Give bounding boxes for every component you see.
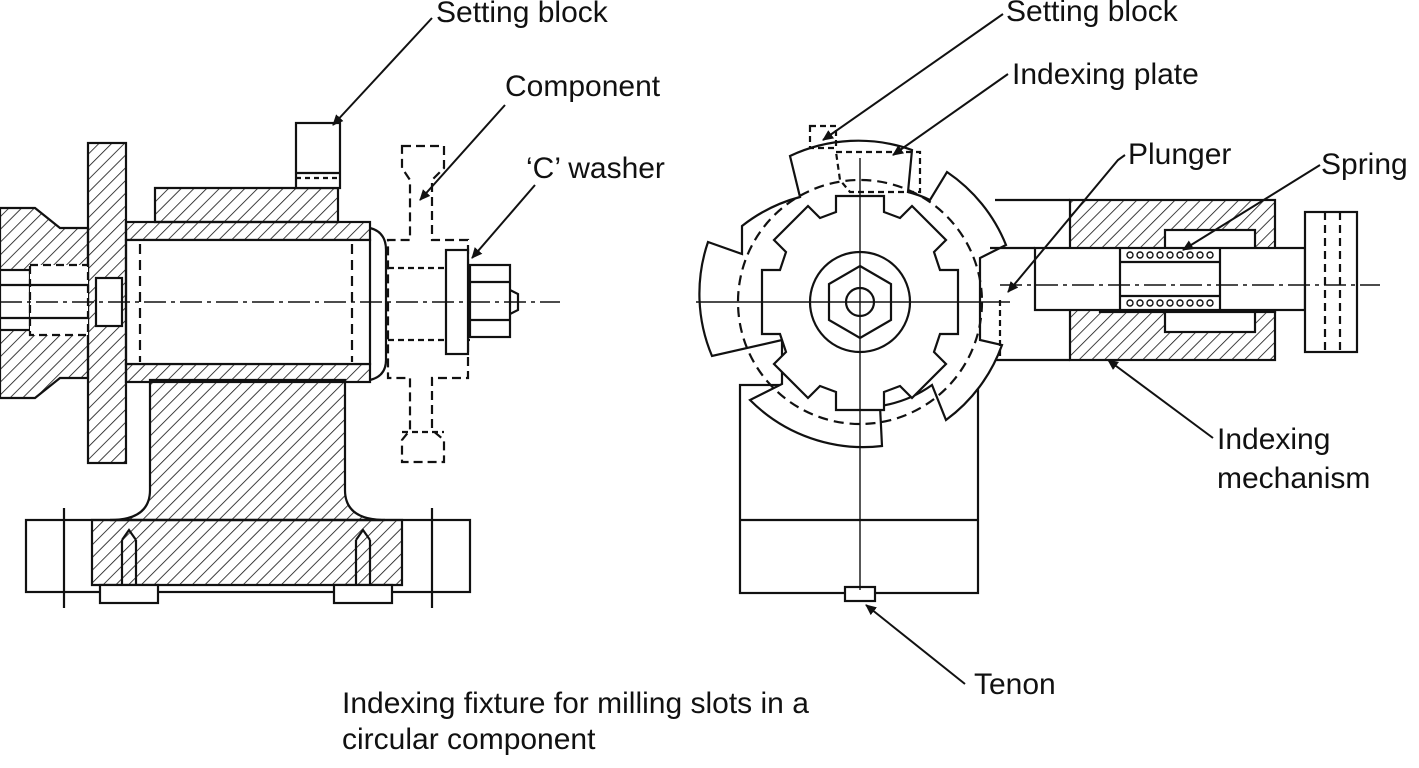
end-elevation-view	[696, 124, 1380, 603]
leader-lines	[332, 13, 1321, 685]
label-indexing-mechanism-line2: mechanism	[1217, 462, 1371, 495]
plunger-knob	[1303, 210, 1359, 354]
label-setting-block-left: Setting block	[436, 0, 608, 29]
leader-indexing-mechanism	[1107, 359, 1214, 439]
label-plunger: Plunger	[1128, 138, 1232, 171]
caption-line-2: circular component	[342, 723, 596, 756]
housing-top	[153, 186, 340, 224]
label-component: Component	[505, 70, 661, 103]
setting-block-right-shape	[808, 124, 838, 150]
leader-plunger	[1007, 154, 1126, 293]
mandrel-sleeve-top	[124, 220, 372, 242]
leader-tenon	[865, 604, 966, 685]
label-spring: Spring	[1321, 148, 1408, 181]
plunger-shape	[1033, 246, 1307, 312]
leader-component	[419, 104, 506, 201]
component-outline	[386, 144, 470, 464]
leader-spring	[1182, 164, 1321, 251]
end-nut	[468, 263, 512, 339]
mandrel-sleeve-bottom	[124, 362, 372, 384]
label-c-washer: ‘C’ washer	[526, 152, 665, 185]
label-tenon: Tenon	[974, 668, 1056, 701]
label-indexing-mechanism-line1: Indexing	[1217, 423, 1331, 456]
pillar	[109, 378, 386, 522]
leader-setting-block-left	[332, 17, 433, 126]
label-setting-block-right: Setting block	[1006, 0, 1178, 28]
leader-setting-block-right	[822, 13, 1004, 141]
figure-caption: Indexing fixture for milling slots in a …	[342, 686, 809, 758]
side-section-view	[0, 121, 560, 608]
base-bolt-left	[98, 528, 160, 605]
base-bolt-right	[332, 528, 394, 605]
leader-indexing-plate	[892, 73, 1009, 156]
spring-coils	[1126, 251, 1214, 307]
label-indexing-plate: Indexing plate	[1012, 58, 1199, 91]
caption-line-1: Indexing fixture for milling slots in a	[342, 687, 809, 720]
leader-c-washer	[471, 184, 536, 259]
